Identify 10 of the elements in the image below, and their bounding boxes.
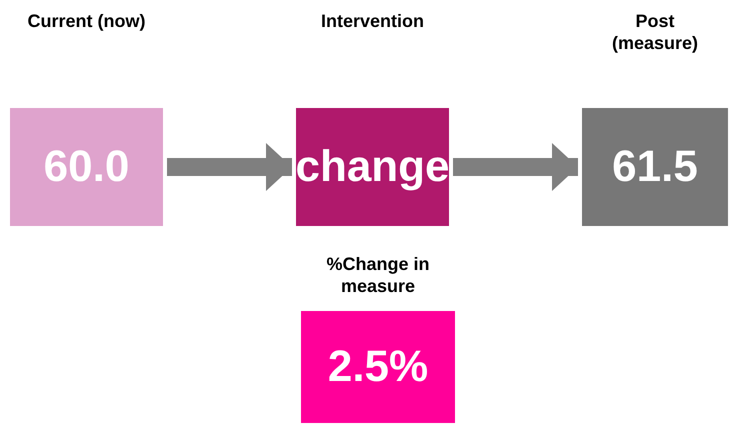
value-box: 2.5% bbox=[301, 311, 455, 423]
value-box: 60.0 bbox=[10, 108, 163, 226]
value-box: change bbox=[296, 108, 449, 226]
column-heading: Intervention bbox=[320, 10, 425, 32]
column-heading: %Change in measure bbox=[325, 253, 430, 297]
column-heading: Post (measure) bbox=[610, 10, 700, 54]
value-box: 61.5 bbox=[582, 108, 728, 226]
column-heading: Current (now) bbox=[26, 10, 146, 32]
arrow bbox=[167, 143, 292, 191]
arrow bbox=[453, 143, 578, 191]
